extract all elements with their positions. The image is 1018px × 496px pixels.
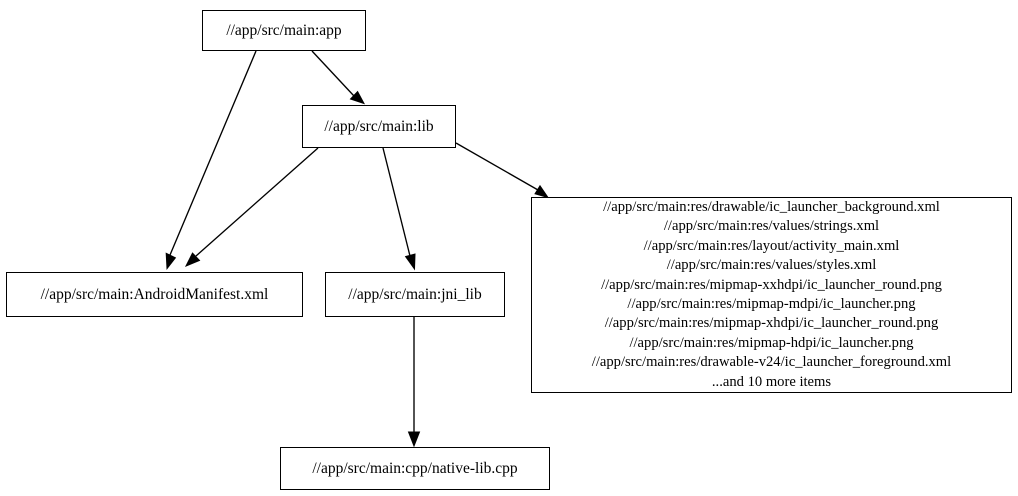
node-app[interactable]: //app/src/main:app <box>202 10 366 51</box>
edge-app-to-manifest <box>165 50 257 270</box>
edge-lib-to-manifest <box>184 147 319 267</box>
edge-app-to-lib <box>311 50 366 105</box>
edge-lib-to-jni-lib <box>382 147 416 271</box>
node-resources-line: //app/src/main:res/drawable/ic_launcher_… <box>603 198 940 215</box>
edge-lib-to-resources <box>455 142 550 199</box>
node-resources-line: //app/src/main:res/mipmap-mdpi/ic_launch… <box>627 296 916 312</box>
node-app-label: //app/src/main:app <box>226 21 342 39</box>
node-android-manifest-label: //app/src/main:AndroidManifest.xml <box>40 285 269 303</box>
node-lib-label: //app/src/main:lib <box>324 117 434 135</box>
node-resources-line: //app/src/main:res/values/styles.xml <box>666 257 877 274</box>
node-resources-line: ...and 10 more items <box>711 373 832 390</box>
node-resources-line: //app/src/main:res/mipmap-hdpi/ic_launch… <box>629 334 914 351</box>
node-jni-lib[interactable]: //app/src/main:jni_lib <box>325 272 505 317</box>
node-jni-lib-label: //app/src/main:jni_lib <box>348 285 482 303</box>
node-resources-line: //app/src/main:res/mipmap-xhdpi/ic_launc… <box>604 315 939 332</box>
node-android-manifest[interactable]: //app/src/main:AndroidManifest.xml <box>6 272 303 317</box>
node-resources-label: //app/src/main:res/drawable/ic_launcher_… <box>592 198 951 392</box>
node-lib[interactable]: //app/src/main:lib <box>302 105 456 148</box>
node-native-lib-cpp[interactable]: //app/src/main:cpp/native-lib.cpp <box>280 447 550 490</box>
node-resources-line: //app/src/main:res/mipmap-xxhdpi/ic_laun… <box>601 276 942 293</box>
node-resources-line: //app/src/main:res/drawable-v24/ic_launc… <box>591 354 952 371</box>
node-resources[interactable]: //app/src/main:res/drawable/ic_launcher_… <box>531 197 1012 393</box>
node-resources-line: //app/src/main:res/layout/activity_main.… <box>643 237 900 254</box>
edge-jni-lib-to-native-lib <box>407 317 421 448</box>
node-native-lib-cpp-label: //app/src/main:cpp/native-lib.cpp <box>312 459 518 477</box>
node-resources-line: //app/src/main:res/values/strings.xml <box>663 218 880 235</box>
